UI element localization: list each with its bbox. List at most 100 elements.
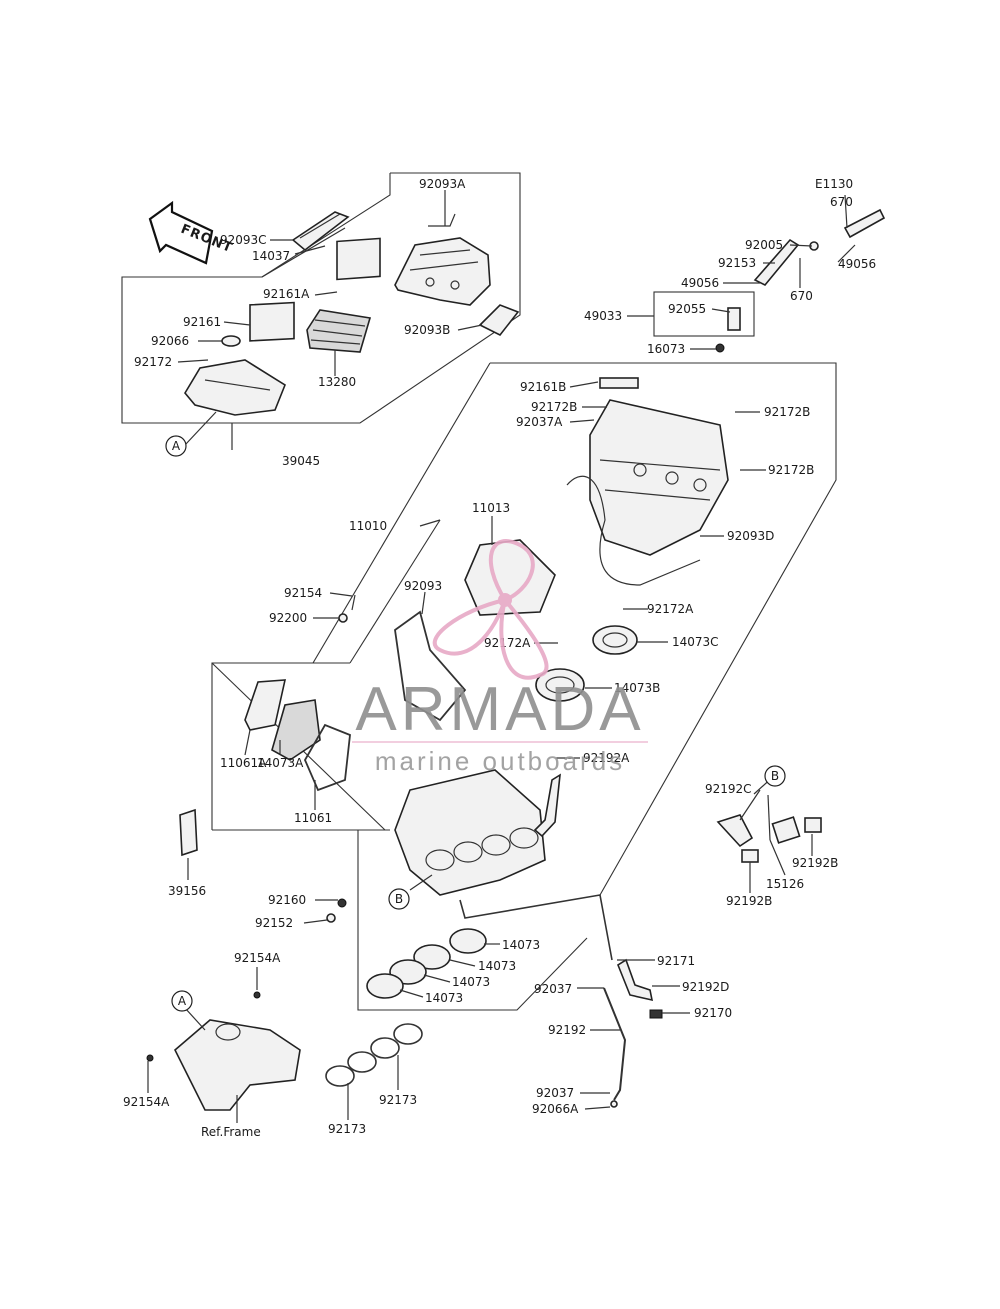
part-label: 92153 [718, 256, 756, 270]
part-label: 92170 [694, 1006, 732, 1020]
ring-14073-set [366, 928, 487, 999]
part-label: 670 [790, 289, 813, 303]
part-label: 92154A [123, 1095, 170, 1109]
callout-a-upper-label: A [172, 439, 181, 453]
part-label: 92200 [269, 611, 307, 625]
lower-cover-part [184, 359, 286, 416]
nut-92160-part [337, 898, 347, 908]
part-label: 49056 [838, 257, 876, 271]
gasket-92093-part [394, 610, 467, 722]
inlet-duct-part [291, 211, 350, 252]
part-label: 92172B [764, 405, 810, 419]
valve-15126-part [716, 814, 822, 863]
part-label: 92037 [534, 982, 572, 996]
group-frames [121, 172, 837, 1011]
front-arrow-icon: FRONT [148, 200, 235, 265]
upper-airbox-part [566, 377, 729, 586]
funnel-14073c-part [592, 625, 638, 655]
part-label: 92192A [583, 751, 630, 765]
part-label: 92093B [404, 323, 450, 337]
part-label: 92093D [727, 529, 774, 543]
part-label: 92172 [134, 355, 172, 369]
propeller-logo-icon [432, 539, 549, 680]
part-label: 14073 [425, 991, 463, 1005]
washer-92152-part [326, 913, 336, 923]
part-label: 92066A [532, 1102, 579, 1116]
part-label: 92093A [419, 177, 466, 191]
screen-13280-part [306, 309, 372, 353]
part-label: E1130 [815, 177, 853, 191]
part-label: 92037 [536, 1086, 574, 1100]
part-label: 92171 [657, 954, 695, 968]
clip-92093a-part [428, 213, 456, 227]
callout-b-right: B [764, 765, 786, 787]
upper-cover-part [394, 237, 491, 306]
part-number-labels: E1130 670 92093A 92093C 14037 92005 9215… [123, 177, 876, 1139]
cap-92066-part [221, 335, 241, 347]
part-label: 92154 [284, 586, 322, 600]
gasket-11061-part [303, 723, 351, 792]
part-label: 92172A [484, 636, 531, 650]
part-label: 92161 [183, 315, 221, 329]
part-label: 92154A [234, 951, 281, 965]
part-label: 92161B [520, 380, 566, 394]
callout-markers: A A B B [165, 435, 786, 1012]
part-label: 92192C [705, 782, 752, 796]
filter-92161-part [249, 301, 295, 342]
part-label: Ref.Frame [201, 1125, 261, 1139]
part-label: 39156 [168, 884, 206, 898]
part-label: 92161A [263, 287, 310, 301]
lower-airbox-part [394, 769, 546, 896]
part-label: 92160 [268, 893, 306, 907]
callout-a-lower-label: A [178, 994, 187, 1008]
watermark-tagline: marine outboards [375, 746, 625, 776]
part-label: 15126 [766, 877, 804, 891]
breather-hose-part [459, 894, 663, 1108]
part-label: 670 [830, 195, 853, 209]
part-label: 92005 [745, 238, 783, 252]
hose-92192a-part [533, 773, 561, 838]
callout-b-center: B [388, 888, 410, 910]
part-label: 14073A [257, 756, 304, 770]
part-label: 13280 [318, 375, 356, 389]
part-label: 49033 [584, 309, 622, 323]
callout-a-lower: A [171, 990, 193, 1012]
part-label: 92066 [151, 334, 189, 348]
part-label: 92055 [668, 302, 706, 316]
callout-a-upper: A [165, 435, 187, 457]
part-label: 14037 [252, 249, 290, 263]
leader-lines [147, 190, 856, 1123]
frame-part [146, 991, 301, 1111]
part-label: 39045 [282, 454, 320, 468]
part-label: 11013 [472, 501, 510, 515]
watermark: ARMADA marine outboards [352, 539, 648, 776]
clamp-92173-set [325, 1023, 423, 1087]
part-label: 11061A [220, 756, 267, 770]
part-label: 49056 [681, 276, 719, 290]
part-label: 92173 [379, 1093, 417, 1107]
cover-14073a-part [271, 699, 321, 761]
callout-b-center-label: B [395, 892, 403, 906]
part-label: 11010 [349, 519, 387, 533]
callout-b-right-label: B [771, 769, 779, 783]
part-label: 92093 [404, 579, 442, 593]
part-label: 92093C [220, 233, 267, 247]
funnel-14073b-part [535, 668, 585, 702]
part-label: 92152 [255, 916, 293, 930]
part-label: 92192 [548, 1023, 586, 1037]
part-label: 92037A [516, 415, 563, 429]
watermark-brand: ARMADA [355, 675, 644, 744]
part-label: 11061 [294, 811, 332, 825]
part-label: 14073 [452, 975, 490, 989]
part-drawings [146, 208, 886, 1111]
gasket-92093b-part [478, 304, 520, 337]
part-label: 16073 [647, 342, 685, 356]
part-label: 92172B [768, 463, 814, 477]
element-11061a-part [244, 679, 287, 731]
part-label: 14073 [502, 938, 540, 952]
part-label: 14073B [614, 681, 660, 695]
part-label: 92172B [531, 400, 577, 414]
part-label: 92192D [682, 980, 729, 994]
part-label: 14073 [478, 959, 516, 973]
